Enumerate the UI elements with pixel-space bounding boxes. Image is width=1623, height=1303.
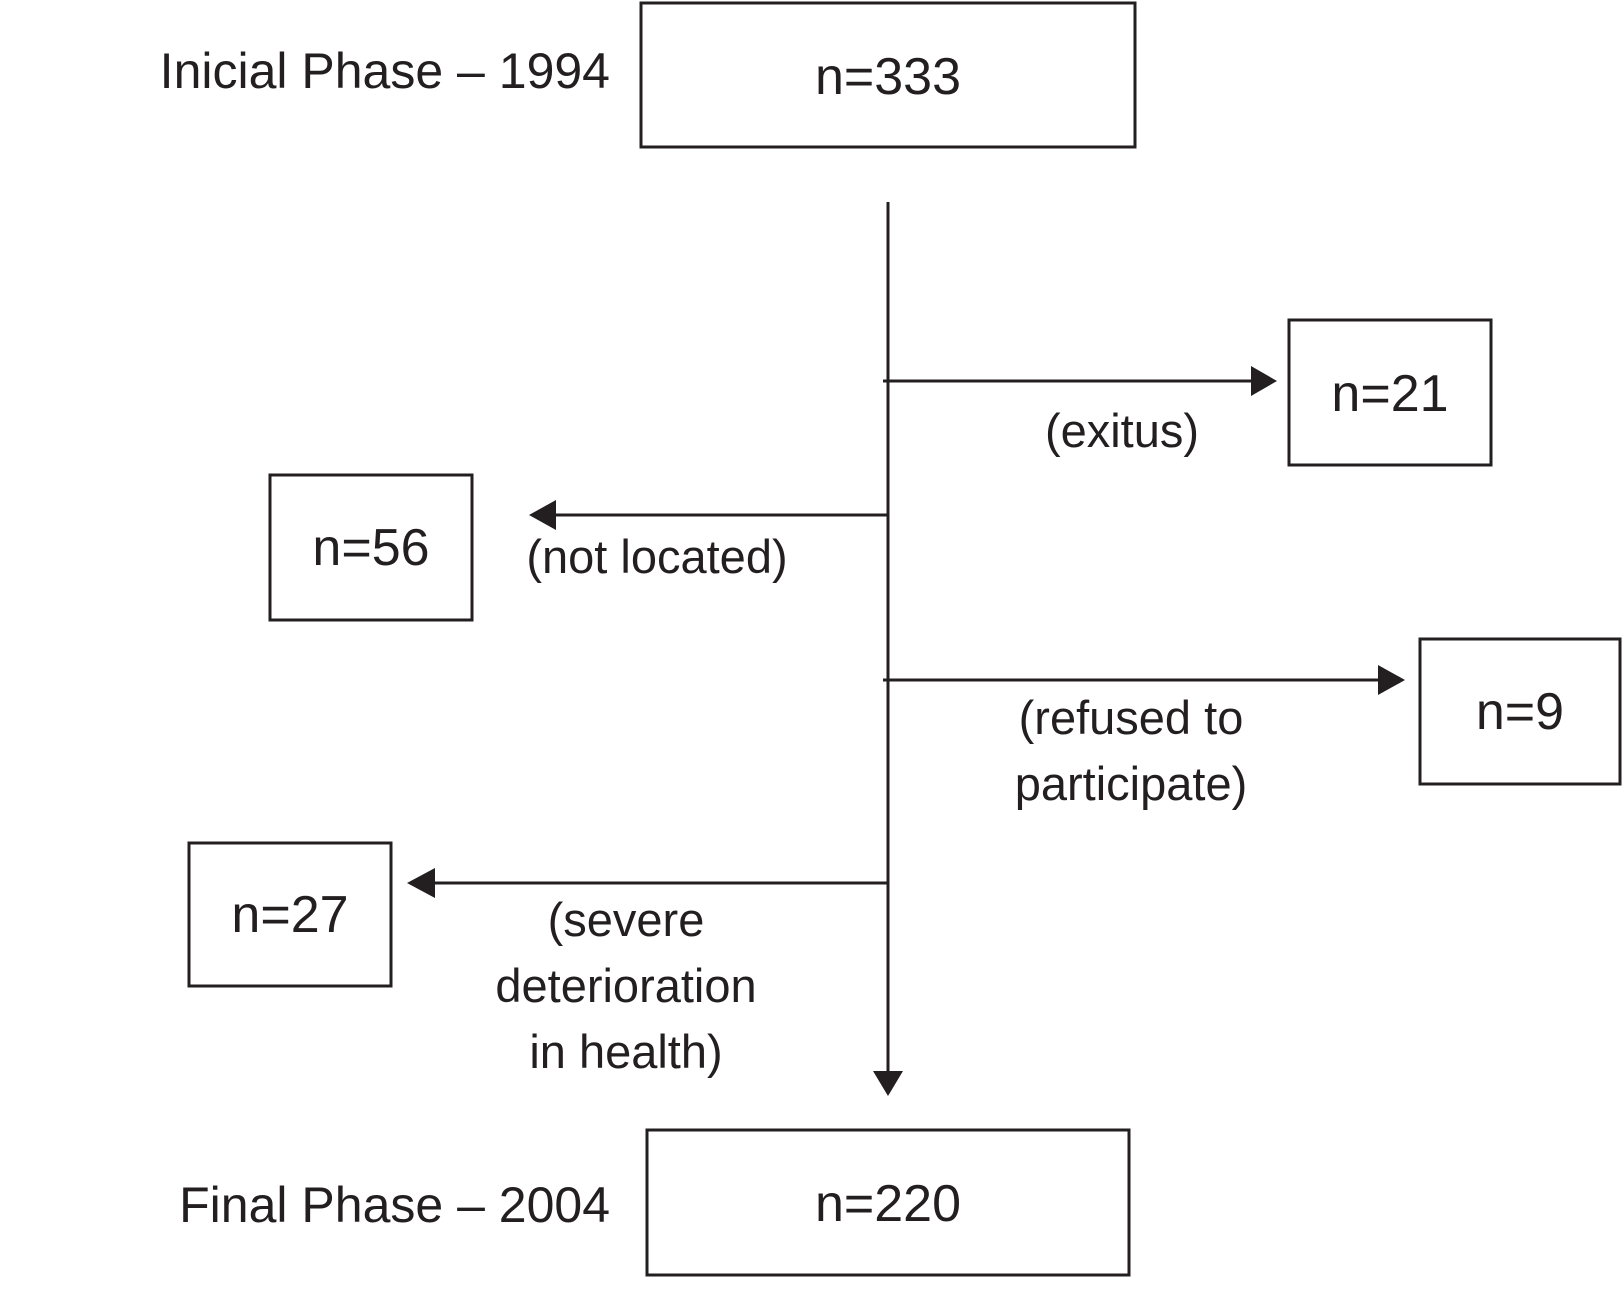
refused-count-value: n=9 xyxy=(1476,683,1564,741)
exitus-count-box xyxy=(1287,318,1493,467)
initial-count-box xyxy=(639,1,1137,149)
not-located-reason: (not located) xyxy=(526,530,787,583)
exclusion-health: n=27 (severe deterioration in health) xyxy=(187,841,888,1078)
final-phase-label: Final Phase – 2004 xyxy=(179,1177,610,1233)
exitus-count-value: n=21 xyxy=(1331,365,1448,423)
refused-reason-line-1: (refused to xyxy=(1019,691,1244,744)
health-arrowhead xyxy=(407,868,435,898)
final-count-value: n=220 xyxy=(815,1175,961,1233)
health-reason-line-1: (severe xyxy=(548,893,705,946)
refused-reason-line-2: participate) xyxy=(1015,757,1248,810)
not-located-arrowhead xyxy=(529,500,556,530)
final-count-box xyxy=(645,1128,1131,1277)
not-located-count-value: n=56 xyxy=(312,519,429,577)
exitus-arrowhead xyxy=(1251,366,1277,396)
main-flow-arrowhead xyxy=(873,1071,903,1096)
not-located-count-box xyxy=(268,473,474,622)
health-count-box xyxy=(187,841,393,988)
exitus-reason: (exitus) xyxy=(1045,404,1199,457)
refused-arrowhead xyxy=(1378,665,1405,695)
refused-count-box xyxy=(1418,637,1622,786)
exclusion-exitus: n=21 (exitus) xyxy=(883,318,1493,467)
health-reason-line-3: in health) xyxy=(529,1025,722,1078)
exclusion-not-located: n=56 (not located) xyxy=(268,473,888,622)
initial-count-node: n=333 xyxy=(639,1,1137,149)
initial-count-value: n=333 xyxy=(815,48,961,106)
initial-phase-label: Inicial Phase – 1994 xyxy=(160,43,610,99)
final-count-node: n=220 xyxy=(645,1128,1131,1277)
health-reason-line-2: deterioration xyxy=(495,959,756,1012)
exclusion-refused: n=9 (refused to participate) xyxy=(883,637,1622,810)
health-count-value: n=27 xyxy=(231,886,348,944)
